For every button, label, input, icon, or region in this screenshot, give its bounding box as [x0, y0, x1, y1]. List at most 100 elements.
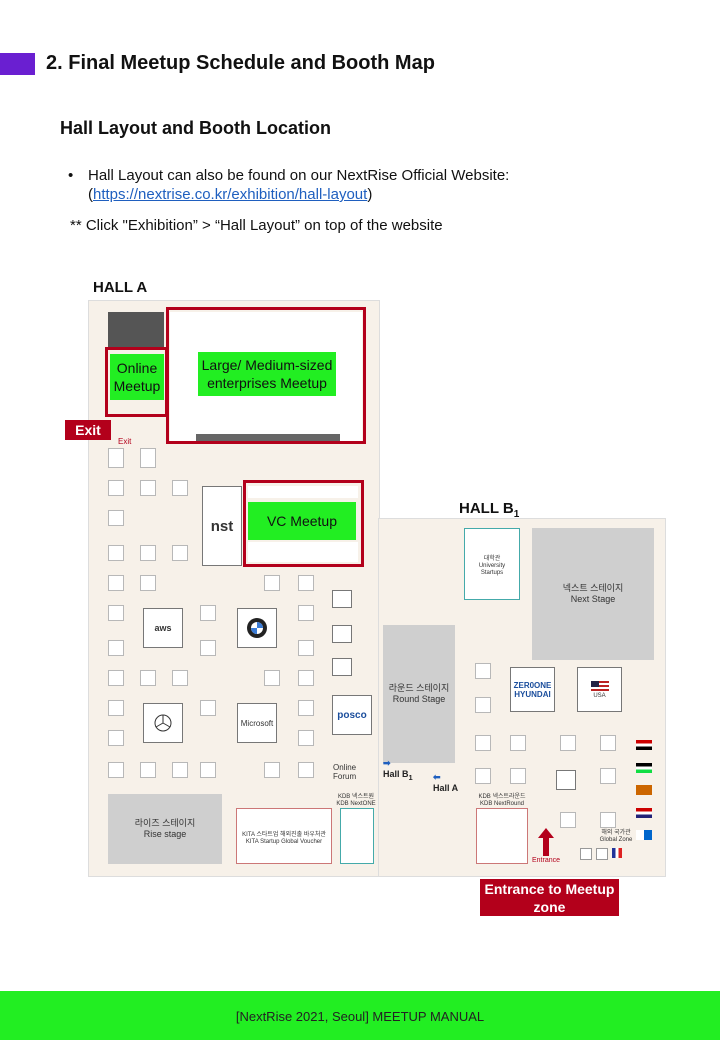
hall-layout-link[interactable]: https://nextrise.co.kr/exhibition/hall-l… — [93, 186, 368, 203]
booth — [108, 730, 124, 746]
bullet-dot-icon: • — [68, 167, 74, 184]
global-zone-flags-bottom — [580, 848, 634, 860]
note-text: ** Click "Exhibition” > “Hall Layout” on… — [70, 217, 443, 234]
booth — [172, 762, 188, 778]
microsoft-booth[interactable]: Microsoft — [237, 703, 277, 743]
booth — [510, 768, 526, 784]
booth — [172, 480, 188, 496]
sponsor-small-booth[interactable] — [332, 625, 352, 643]
hall-a-label: HALL A — [93, 279, 148, 296]
hyundai-booth[interactable]: ZER0ONE HYUNDAI — [510, 667, 555, 712]
booth — [475, 663, 491, 679]
online-meetup-label: Online Meetup — [110, 354, 164, 400]
booth — [264, 762, 280, 778]
global-zone-label: 해외 국가관 Global Zone — [599, 830, 633, 843]
booth — [475, 697, 491, 713]
sponsor-small-booth[interactable] — [332, 590, 352, 608]
global-zone-flags — [636, 740, 652, 840]
booth — [140, 480, 156, 496]
booth — [264, 575, 280, 591]
large-meetup-label: Large/ Medium-sized enterprises Meetup — [198, 352, 336, 396]
booth — [140, 448, 156, 468]
online-forum-label: Online Forum — [333, 763, 357, 781]
kdb-nextone-label: KDB 넥스트원 KDB NextONE — [336, 794, 376, 807]
aws-booth[interactable]: aws — [143, 608, 183, 648]
booth — [298, 575, 314, 591]
footer-text: [NextRise 2021, Seoul] MEETUP MANUAL — [235, 1009, 485, 1024]
booth — [172, 545, 188, 561]
entrance-arrow-icon — [538, 828, 554, 856]
to-hall-a-label: ⬅Hall A — [433, 772, 459, 793]
online-meetup-zone[interactable] — [105, 347, 168, 417]
flag-icon — [580, 848, 592, 860]
booth — [600, 812, 616, 828]
booth — [108, 575, 124, 591]
booth — [140, 762, 156, 778]
booth — [140, 670, 156, 686]
bullet-item: • Hall Layout can also be found on our N… — [68, 167, 510, 203]
booth — [108, 762, 124, 778]
university-zone — [464, 528, 520, 600]
booth — [108, 605, 124, 621]
booth — [108, 448, 124, 468]
booth — [108, 640, 124, 656]
kita-label: KITA 스타트업 해외진출 바우처관 KITA Startup Global … — [242, 832, 326, 845]
booth — [140, 575, 156, 591]
vc-meetup-zone[interactable] — [243, 480, 364, 567]
usa-booth[interactable]: USA — [577, 667, 622, 712]
exit-small-label: Exit — [118, 437, 132, 446]
to-hall-b-label: ➡Hall B1 — [383, 758, 413, 782]
sponsor-small-booth[interactable] — [556, 770, 576, 790]
flag-icon — [636, 785, 652, 795]
booth — [140, 545, 156, 561]
mercedes-booth[interactable] — [143, 703, 183, 743]
arrow-left-icon: ⬅ — [433, 772, 441, 782]
large-meetup-stage-strip — [196, 434, 340, 442]
nst-booth[interactable]: nst — [202, 486, 242, 566]
booth — [600, 735, 616, 751]
entrance-small-label: Entrance — [532, 857, 561, 864]
booth — [510, 735, 526, 751]
mercedes-logo-icon — [154, 714, 172, 732]
flag-icon — [612, 848, 622, 858]
next-stage: 넥스트 스테이지 Next Stage — [532, 528, 654, 660]
booth — [298, 670, 314, 686]
booth — [475, 735, 491, 751]
arrow-right-icon: ➡ — [383, 758, 391, 768]
sponsor-small-booth[interactable] — [332, 658, 352, 676]
vc-booth-row-bottom — [248, 542, 358, 562]
booth — [298, 700, 314, 716]
subtitle: Hall Layout and Booth Location — [60, 118, 331, 138]
usa-flag-icon — [590, 680, 609, 693]
accent-bar — [0, 53, 35, 75]
booth — [108, 670, 124, 686]
booth — [298, 640, 314, 656]
section-title: 2. Final Meetup Schedule and Booth Map — [46, 52, 435, 74]
booth — [172, 670, 188, 686]
booth — [264, 670, 280, 686]
round-stage: 라운드 스테이지 Round Stage — [383, 625, 455, 763]
flag-icon — [636, 740, 652, 750]
bullet-text: Hall Layout can also be found on our Nex… — [88, 167, 510, 184]
exit-tag: Exit — [65, 420, 111, 440]
university-label: 대학관 University Startups — [478, 556, 506, 576]
booth — [560, 735, 576, 751]
kita-zone — [236, 808, 332, 864]
bmw-booth[interactable] — [237, 608, 277, 648]
booth — [200, 605, 216, 621]
footer-bar — [0, 991, 720, 1040]
kdb-nextround-label: KDB 넥스트라운드 KDB NextRound — [478, 794, 526, 807]
booth — [108, 480, 124, 496]
entrance-tag: Entrance to Meetup zone — [480, 879, 619, 916]
flag-icon — [596, 848, 608, 860]
kdb-nextround-zone — [476, 808, 528, 864]
flag-icon — [636, 762, 652, 773]
large-meetup-zone[interactable] — [166, 307, 366, 444]
booth — [108, 510, 124, 526]
booth — [475, 768, 491, 784]
kdb-nextone-zone — [340, 808, 374, 864]
booth — [560, 812, 576, 828]
storage-block — [108, 312, 164, 348]
posco-booth[interactable]: posco — [332, 695, 372, 735]
vc-booth-row — [248, 486, 358, 498]
